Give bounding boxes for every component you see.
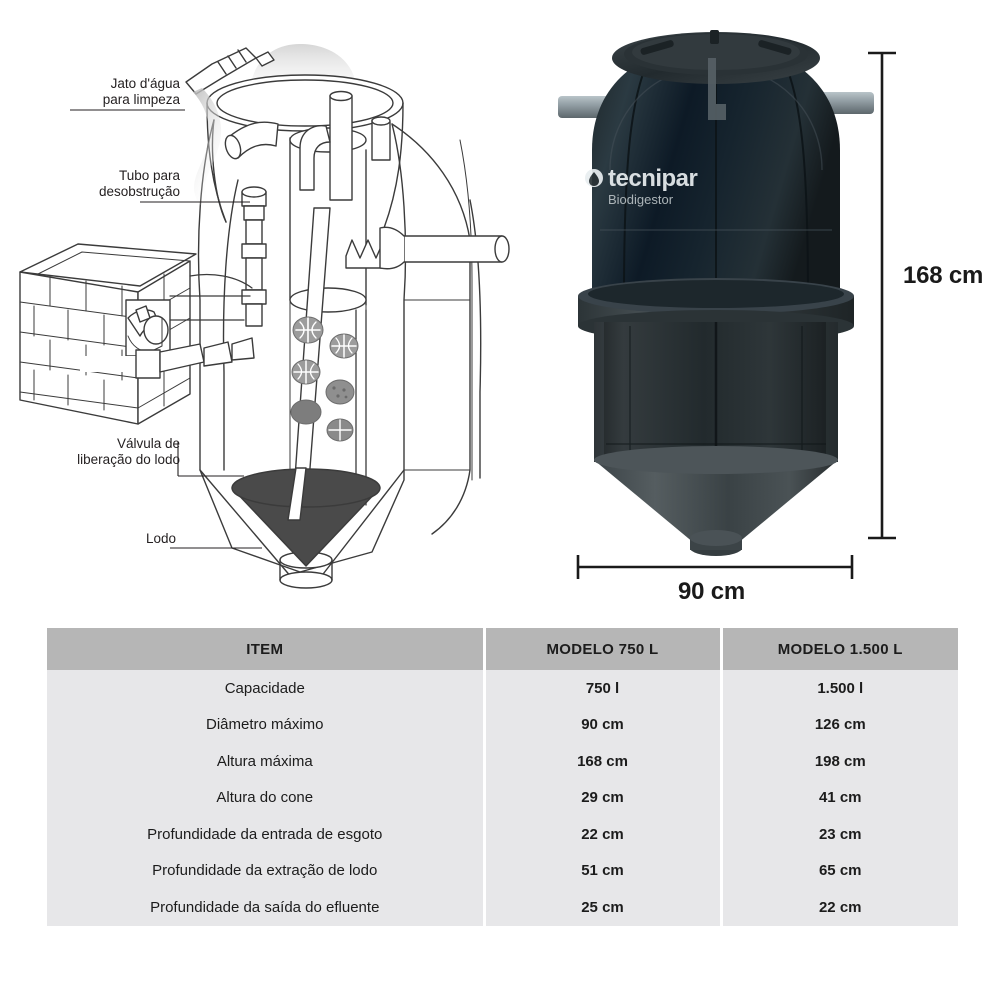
row-value-m1500: 1.500 l	[721, 670, 958, 707]
row-value-m750: 168 cm	[484, 743, 723, 780]
width-dimension-label: 90 cm	[678, 578, 746, 605]
row-label: Diâmetro máximo	[47, 706, 486, 743]
table-row: Profundidade da entrada de esgoto 22 cm …	[47, 816, 958, 853]
technical-cutaway-drawing: Jato d'água para limpeza Tubo para desob…	[0, 0, 520, 612]
row-value-m750: 29 cm	[484, 779, 723, 816]
product-photo: tecnipar Biodigestor	[520, 0, 1000, 612]
row-label: Capacidade	[47, 670, 486, 707]
unclogging-pipe	[241, 186, 267, 327]
svg-text:Biodigestor: Biodigestor	[608, 192, 674, 207]
table-row: Altura máxima 168 cm 198 cm	[47, 743, 958, 780]
row-value-m1500: 198 cm	[721, 743, 958, 780]
row-label: Profundidade da saída do efluente	[47, 889, 486, 926]
row-value-m1500: 23 cm	[721, 816, 958, 853]
callout-label-tubo-desobstrucao: Tubo para desobstrução	[98, 168, 180, 199]
header-m750: MODELO 750 L	[484, 628, 723, 670]
brand-logo: tecnipar Biodigestor	[585, 165, 698, 207]
height-dimension-label: 168 cm	[903, 262, 984, 289]
row-value-m750: 25 cm	[484, 889, 723, 926]
callout-label-jato-dagua: Jato d'água para limpeza	[102, 76, 180, 107]
row-label: Profundidade da extração de lodo	[47, 852, 486, 889]
lid-latch	[708, 58, 726, 120]
row-value-m1500: 22 cm	[721, 889, 958, 926]
product-illustration-area: Jato d'água para limpeza Tubo para desob…	[0, 0, 1000, 612]
header-m1500: MODELO 1.500 L	[721, 628, 958, 670]
specifications-table: ITEM MODELO 750 L MODELO 1.500 L Capacid…	[47, 628, 958, 926]
row-label: Altura máxima	[47, 743, 486, 780]
table-row: Altura do cone 29 cm 41 cm	[47, 779, 958, 816]
row-value-m750: 22 cm	[484, 816, 723, 853]
callout-leader-lines	[70, 109, 262, 549]
svg-text:tecnipar: tecnipar	[608, 165, 698, 192]
table-row: Profundidade da saída do efluente 25 cm …	[47, 889, 958, 926]
table-row: Capacidade 750 l 1.500 l	[47, 670, 958, 707]
table-row: Diâmetro máximo 90 cm 126 cm	[47, 706, 958, 743]
row-label: Profundidade da entrada de esgoto	[47, 816, 486, 853]
dimension-lines	[576, 51, 896, 579]
table-row: Profundidade da extração de lodo 51 cm 6…	[47, 852, 958, 889]
row-value-m750: 750 l	[484, 670, 723, 707]
row-value-m750: 90 cm	[484, 706, 723, 743]
table-body: Capacidade 750 l 1.500 l Diâmetro máximo…	[47, 670, 958, 926]
lid-handles	[640, 30, 792, 55]
tank-cone	[594, 460, 838, 548]
row-value-m1500: 41 cm	[721, 779, 958, 816]
brick-valve-box	[19, 243, 197, 425]
callout-label-lodo: Lodo	[145, 531, 176, 546]
row-value-m750: 51 cm	[484, 852, 723, 889]
header-item: ITEM	[47, 628, 486, 670]
table-header-row: ITEM MODELO 750 L MODELO 1.500 L	[47, 628, 958, 670]
callout-label-valvula-lodo: Válvula de liberação do lodo	[77, 436, 180, 467]
row-value-m1500: 65 cm	[721, 852, 958, 889]
row-label: Altura do cone	[47, 779, 486, 816]
row-value-m1500: 126 cm	[721, 706, 958, 743]
